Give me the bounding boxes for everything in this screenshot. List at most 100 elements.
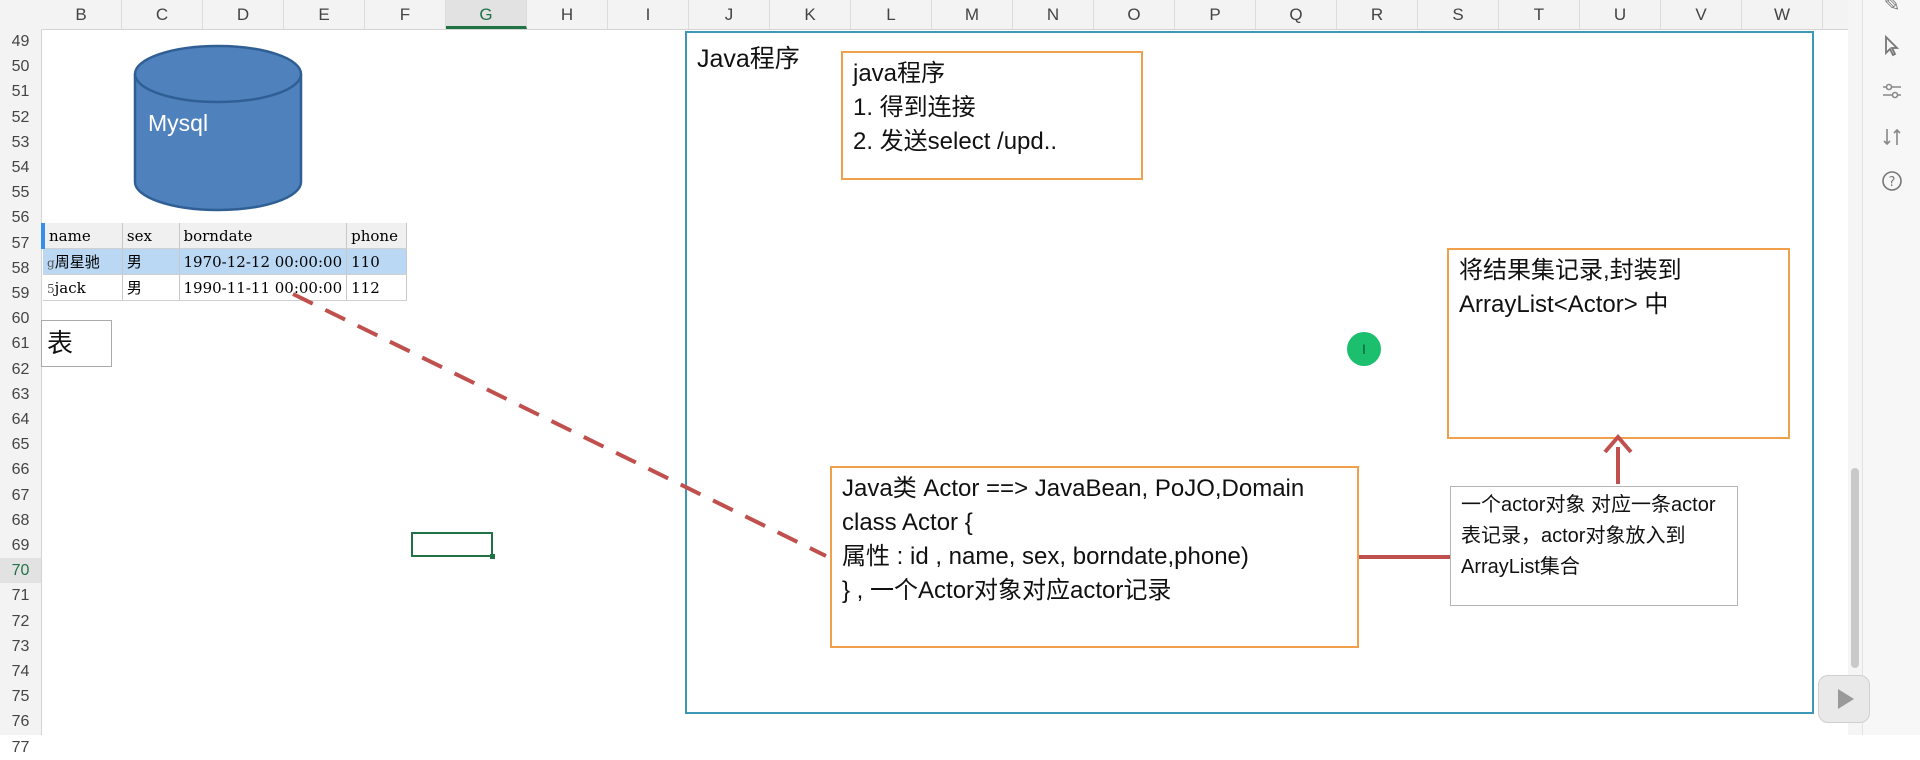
cell-sex: 男: [122, 248, 180, 275]
column-header-l[interactable]: L: [851, 0, 932, 29]
cell-phone: 110: [346, 248, 407, 275]
row-header-53[interactable]: 53: [11, 133, 30, 151]
cell-borndate: 1970-12-12 00:00:00: [179, 248, 348, 275]
note-line: 表记录，actor对象放入到: [1461, 525, 1686, 547]
column-header-r[interactable]: R: [1337, 0, 1418, 29]
mysql-database-shape: [133, 44, 303, 212]
row-header-56[interactable]: 56: [11, 209, 30, 227]
row-header-60[interactable]: 60: [11, 310, 30, 328]
result-box: 将结果集记录,封装到 ArrayList<Actor> 中: [1447, 248, 1790, 439]
active-cell[interactable]: [411, 532, 495, 559]
column-header-s[interactable]: S: [1418, 0, 1499, 29]
column-header-u[interactable]: U: [1580, 0, 1661, 29]
vertical-scrollbar[interactable]: [1848, 0, 1862, 735]
table-row: 5jack 男 1990-11-11 00:00:00 112: [43, 274, 407, 301]
column-header-v[interactable]: V: [1661, 0, 1742, 29]
row-header-71[interactable]: 71: [11, 587, 30, 605]
row-header-bar: 49 50 51 52 53 54 55 56 57 58 59 60 61 62 63 64 65 66 67 68…: [0, 29, 42, 756]
row-header-64[interactable]: 64: [11, 411, 30, 428]
table-header-name: name: [40, 223, 123, 249]
frame-title: Java程序: [697, 45, 800, 73]
row-header-55[interactable]: 55: [11, 184, 30, 202]
cell-name: jack: [54, 278, 86, 297]
row-header-68[interactable]: 68: [11, 511, 30, 529]
column-header-i[interactable]: I: [608, 0, 689, 29]
java-program-box: java程序 1. 得到连接 2. 发送select /upd..: [841, 51, 1143, 180]
actor-table: name sex borndate phone g周星驰 男 1970-12-1…: [40, 223, 407, 301]
column-header-d[interactable]: D: [203, 0, 284, 29]
row-header-65[interactable]: 65: [11, 436, 30, 454]
column-header-o[interactable]: O: [1094, 0, 1175, 29]
box-line: java程序: [853, 60, 946, 87]
column-header-e[interactable]: E: [284, 0, 365, 29]
help-icon[interactable]: ?: [1881, 170, 1903, 192]
column-header-k[interactable]: K: [770, 0, 851, 29]
row-header-59[interactable]: 59: [11, 285, 30, 302]
row-header-74[interactable]: 74: [11, 663, 30, 680]
row-header-57[interactable]: 57: [11, 234, 30, 252]
sliders-icon[interactable]: [1881, 80, 1903, 102]
row-header-62[interactable]: 62: [11, 360, 30, 378]
row-header-72[interactable]: 72: [11, 612, 30, 630]
box-line: Java类 Actor ==> JavaBean, PoJO,Domain: [842, 475, 1305, 502]
row-header-73[interactable]: 73: [11, 637, 30, 655]
cell-name: 周星驰: [54, 253, 100, 271]
column-header-g[interactable]: G: [446, 0, 527, 29]
row-header-66[interactable]: 66: [11, 461, 30, 479]
note-box: 一个actor对象 对应一条actor 表记录，actor对象放入到 Array…: [1450, 486, 1738, 606]
row-fragment: g: [47, 256, 55, 270]
row-header-50[interactable]: 50: [11, 58, 30, 76]
box-line: 1. 得到连接: [853, 94, 976, 121]
table-header-sex: sex: [122, 223, 180, 249]
box-line: ArrayList<Actor> 中: [1459, 291, 1669, 318]
box-line: } , 一个Actor对象对应actor记录: [842, 577, 1172, 604]
table-header-borndate: borndate: [179, 223, 348, 249]
sort-icon[interactable]: [1881, 126, 1903, 148]
box-line: 属性 : id , name, sex, borndate,phone): [842, 543, 1249, 570]
row-header-67[interactable]: 67: [11, 486, 30, 504]
cursor-indicator: I: [1347, 332, 1381, 366]
box-line: class Actor {: [842, 509, 973, 536]
pointer-icon[interactable]: [1881, 34, 1903, 57]
column-header-m[interactable]: M: [932, 0, 1013, 29]
column-header-q[interactable]: Q: [1256, 0, 1337, 29]
table-label-box: 表: [41, 320, 112, 367]
note-line: 一个actor对象 对应一条actor: [1461, 494, 1716, 516]
box-line: 2. 发送select /upd..: [853, 128, 1058, 155]
column-header-w[interactable]: W: [1742, 0, 1823, 29]
column-header-n[interactable]: N: [1013, 0, 1094, 29]
table-row: g周星驰 男 1970-12-12 00:00:00 110: [43, 248, 407, 275]
column-header-b[interactable]: B: [41, 0, 122, 29]
column-header-t[interactable]: T: [1499, 0, 1580, 29]
column-header-bar: BCDEFGHIJKLMNOPQRSTUVWX: [0, 0, 1904, 30]
column-header-p[interactable]: P: [1175, 0, 1256, 29]
row-header-51[interactable]: 51: [11, 83, 30, 101]
row-header-69[interactable]: 69: [11, 537, 30, 554]
cell-phone: 112: [346, 274, 407, 301]
column-header-j[interactable]: J: [689, 0, 770, 29]
column-header-h[interactable]: H: [527, 0, 608, 29]
row-header-49[interactable]: 49: [11, 33, 30, 50]
table-header-phone: phone: [346, 223, 407, 249]
column-header-c[interactable]: C: [122, 0, 203, 29]
row-fragment: 5: [47, 281, 55, 296]
play-icon[interactable]: [1818, 675, 1870, 723]
pen-icon[interactable]: ✎: [1883, 0, 1901, 16]
note-line: ArrayList集合: [1461, 556, 1580, 578]
column-header-f[interactable]: F: [365, 0, 446, 29]
row-header-77[interactable]: 77: [11, 738, 30, 756]
row-header-54[interactable]: 54: [11, 159, 30, 176]
row-header-76[interactable]: 76: [11, 713, 30, 731]
svg-text:?: ?: [1889, 175, 1896, 190]
row-header-70[interactable]: 70: [0, 558, 41, 584]
box-line: 将结果集记录,封装到: [1459, 257, 1682, 284]
row-header-63[interactable]: 63: [11, 385, 30, 403]
cell-borndate: 1990-11-11 00:00:00: [179, 274, 348, 301]
actor-class-box: Java类 Actor ==> JavaBean, PoJO,Domain cl…: [830, 466, 1359, 648]
scrollbar-thumb[interactable]: [1851, 468, 1859, 668]
row-header-58[interactable]: 58: [11, 259, 30, 277]
row-header-61[interactable]: 61: [11, 335, 30, 353]
row-header-52[interactable]: 52: [11, 108, 30, 126]
row-header-75[interactable]: 75: [11, 688, 30, 706]
database-label: Mysql: [148, 110, 209, 136]
